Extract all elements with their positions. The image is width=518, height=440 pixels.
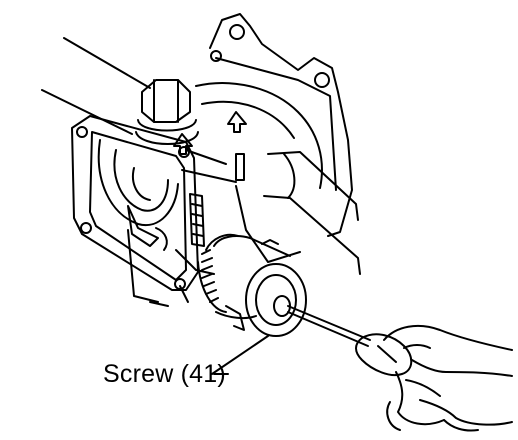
top-plug [135,79,199,145]
screw-callout-label: Screw (41) [103,360,226,388]
mounting-legs [127,229,189,307]
screwdriver [287,305,413,376]
callout-leader [211,335,269,375]
pipes [41,37,361,275]
valve-body [175,82,323,275]
adjusting-cap [197,233,307,337]
front-flange [71,115,199,291]
scale-plate [189,193,205,247]
arrow-marks [173,111,247,181]
hand [383,324,513,432]
rear-flange [209,13,353,237]
